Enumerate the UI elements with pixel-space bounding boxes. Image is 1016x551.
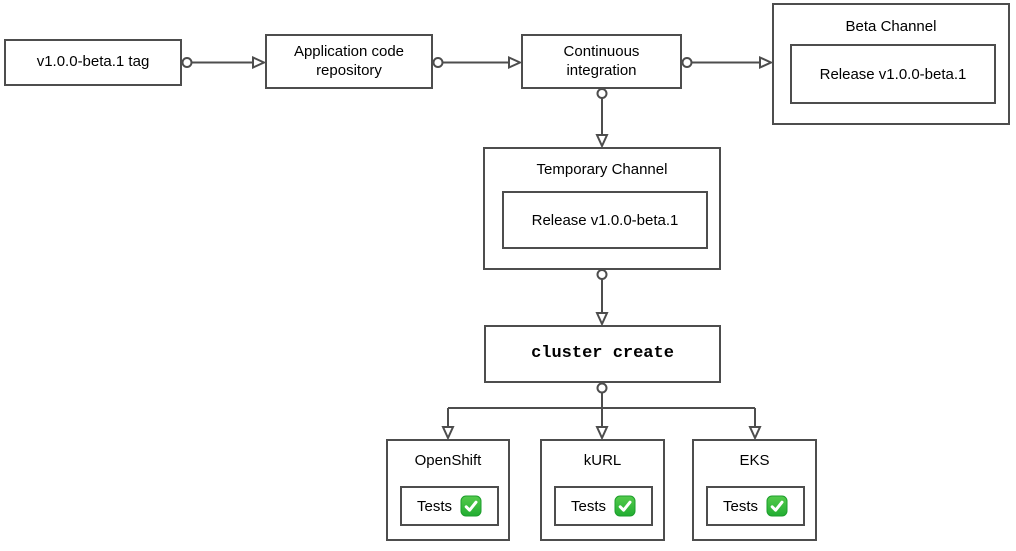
connector-ci-to-temporary-channel bbox=[595, 88, 609, 149]
node-continuous-integration: Continuous integration bbox=[521, 34, 682, 89]
node-cluster-create: cluster create bbox=[484, 325, 721, 383]
node-temporary-channel: Temporary Channel Release v1.0.0-beta.1 bbox=[483, 147, 721, 270]
tests-label: Tests bbox=[570, 497, 606, 515]
node-application-code-repository: Application code repository bbox=[265, 34, 433, 89]
node-openshift: OpenShift Tests bbox=[386, 439, 510, 541]
connector-cluster-create-to-clusters bbox=[441, 382, 762, 441]
white-check-mark-icon bbox=[766, 495, 788, 517]
white-check-mark-icon bbox=[460, 495, 482, 517]
node-beta-channel: Beta Channel Release v1.0.0-beta.1 bbox=[772, 3, 1010, 125]
release-label: Release v1.0.0-beta.1 bbox=[819, 65, 967, 83]
beta-channel-release-box: Release v1.0.0-beta.1 bbox=[790, 44, 996, 104]
tests-label: Tests bbox=[416, 497, 452, 515]
tests-label: Tests bbox=[722, 497, 758, 515]
node-label: cluster create bbox=[531, 344, 674, 364]
connector-temporary-channel-to-cluster-create bbox=[595, 269, 609, 327]
node-label: v1.0.0-beta.1 tag bbox=[36, 53, 150, 71]
openshift-title: OpenShift bbox=[414, 452, 482, 469]
node-eks: EKS Tests bbox=[692, 439, 817, 541]
temporary-channel-release-box: Release v1.0.0-beta.1 bbox=[502, 191, 708, 249]
node-label: Continuous integration bbox=[563, 42, 640, 79]
node-version-tag: v1.0.0-beta.1 tag bbox=[4, 39, 182, 86]
openshift-tests-box: Tests bbox=[400, 486, 499, 526]
connector-ci-to-beta-channel bbox=[681, 55, 774, 70]
temporary-channel-title: Temporary Channel bbox=[536, 161, 668, 178]
beta-channel-title: Beta Channel bbox=[845, 18, 937, 35]
kurl-title: kURL bbox=[583, 452, 622, 469]
release-label: Release v1.0.0-beta.1 bbox=[531, 211, 679, 229]
white-check-mark-icon bbox=[614, 495, 636, 517]
connector-repo-to-ci bbox=[432, 55, 523, 70]
node-kurl: kURL Tests bbox=[540, 439, 665, 541]
node-label: Application code repository bbox=[293, 42, 405, 79]
eks-title: EKS bbox=[739, 452, 770, 469]
kurl-tests-box: Tests bbox=[554, 486, 653, 526]
eks-tests-box: Tests bbox=[706, 486, 805, 526]
connector-tag-to-repo bbox=[181, 55, 267, 70]
